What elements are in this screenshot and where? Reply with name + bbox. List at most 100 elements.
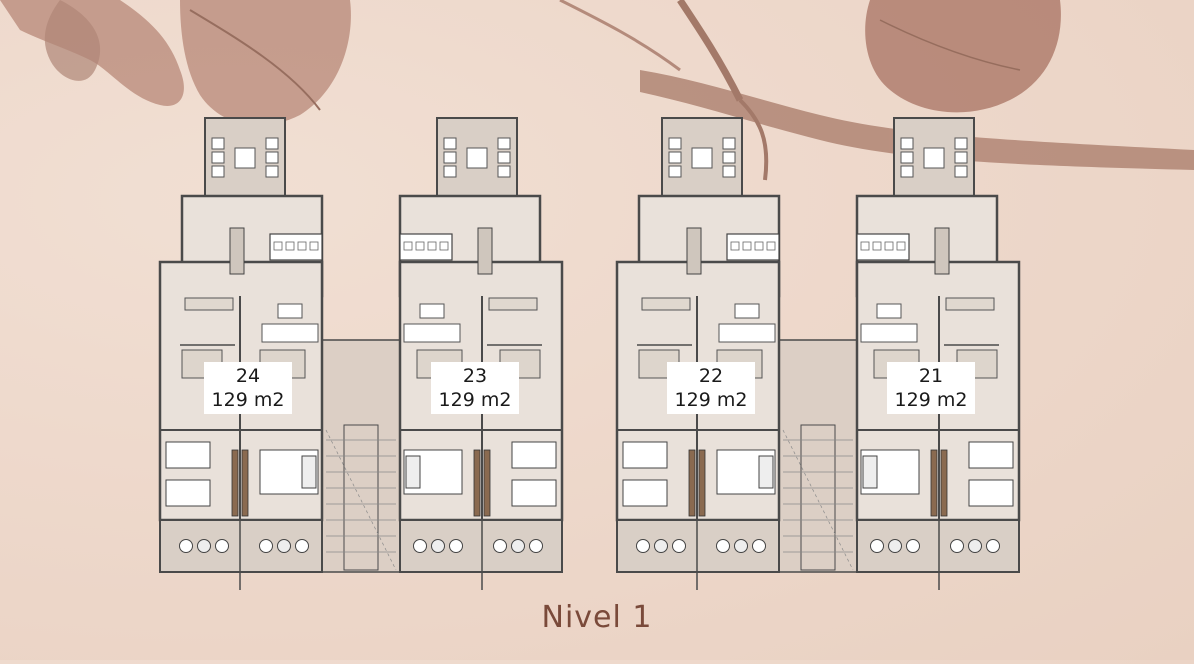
terrace-chair bbox=[265, 151, 279, 164]
kitchen-island bbox=[477, 227, 493, 275]
unit-area: 129 m2 bbox=[674, 389, 748, 411]
terrace-chair bbox=[497, 151, 511, 164]
terrace-seat bbox=[986, 539, 1000, 553]
wardrobe bbox=[698, 449, 706, 517]
coffee-table bbox=[734, 303, 760, 319]
terrace-seat bbox=[672, 539, 686, 553]
coffee-table bbox=[876, 303, 902, 319]
single-bed bbox=[511, 479, 557, 507]
terrace-seat bbox=[197, 539, 211, 553]
terrace-table bbox=[691, 147, 713, 169]
dining-chair bbox=[309, 241, 319, 251]
terrace-seat bbox=[493, 539, 507, 553]
single-bed bbox=[622, 441, 668, 469]
terrace-seat bbox=[511, 539, 525, 553]
terrace-table bbox=[466, 147, 488, 169]
coffee-table bbox=[277, 303, 303, 319]
terrace-chair bbox=[722, 165, 736, 178]
unit-number: 21 bbox=[918, 365, 944, 387]
terrace-chair bbox=[265, 165, 279, 178]
terrace-seat bbox=[431, 539, 445, 553]
botanical-illustration bbox=[0, 0, 1194, 181]
dining-chair bbox=[860, 241, 870, 251]
terrace-seat bbox=[716, 539, 730, 553]
unit-area: 129 m2 bbox=[211, 389, 285, 411]
terrace-seat bbox=[752, 539, 766, 553]
stair-core bbox=[321, 339, 401, 573]
terrace-seat bbox=[449, 539, 463, 553]
unit-label-22[interactable]: 22 129 m2 bbox=[667, 362, 755, 414]
terrace-chair bbox=[443, 165, 457, 178]
stair-diagonal bbox=[325, 429, 397, 571]
terrace-table bbox=[234, 147, 256, 169]
terrace-chair bbox=[497, 165, 511, 178]
branch bbox=[640, 70, 1194, 170]
dining-chair bbox=[427, 241, 437, 251]
terrace-table bbox=[923, 147, 945, 169]
terrace-chair bbox=[668, 165, 682, 178]
single-bed bbox=[511, 441, 557, 469]
apartment-unit-22 bbox=[615, 117, 781, 590]
terrace-chair bbox=[900, 151, 914, 164]
dining-chair bbox=[439, 241, 449, 251]
dining-chair bbox=[766, 241, 776, 251]
pillows bbox=[862, 455, 878, 489]
terrace-seat bbox=[906, 539, 920, 553]
pillows bbox=[758, 455, 774, 489]
kitchen-counter bbox=[184, 297, 234, 311]
unit-label-23[interactable]: 23 129 m2 bbox=[431, 362, 519, 414]
coffee-table bbox=[419, 303, 445, 319]
terrace-chair bbox=[954, 151, 968, 164]
wardrobe bbox=[940, 449, 948, 517]
terrace-chair bbox=[211, 137, 225, 150]
kitchen-island bbox=[934, 227, 950, 275]
stair-flight bbox=[800, 424, 836, 571]
dining-chair bbox=[285, 241, 295, 251]
unit-area: 129 m2 bbox=[438, 389, 512, 411]
dining-chair bbox=[273, 241, 283, 251]
dining-chair bbox=[297, 241, 307, 251]
terrace-seat bbox=[529, 539, 543, 553]
terrace-chair bbox=[900, 137, 914, 150]
terrace-seat bbox=[277, 539, 291, 553]
dining-chair bbox=[730, 241, 740, 251]
sofa bbox=[261, 323, 319, 343]
unit-number: 24 bbox=[235, 365, 261, 387]
apartment-unit-23 bbox=[398, 117, 564, 590]
terrace-chair bbox=[265, 137, 279, 150]
terrace-seat bbox=[295, 539, 309, 553]
large-leaf-left bbox=[180, 0, 351, 126]
single-bed bbox=[165, 441, 211, 469]
dining-chair bbox=[884, 241, 894, 251]
level-title: Nivel 1 bbox=[541, 600, 653, 635]
terrace-chair bbox=[722, 137, 736, 150]
terrace-chair bbox=[954, 165, 968, 178]
kitchen-counter bbox=[641, 297, 691, 311]
single-bed bbox=[968, 441, 1014, 469]
apartment-unit-24 bbox=[158, 117, 324, 590]
terrace-seat bbox=[734, 539, 748, 553]
terrace-chair bbox=[954, 137, 968, 150]
unit-label-24[interactable]: 24 129 m2 bbox=[204, 362, 292, 414]
terrace-chair bbox=[211, 151, 225, 164]
wardrobe bbox=[483, 449, 491, 517]
apartment-unit-21 bbox=[855, 117, 1021, 590]
dining-chair bbox=[742, 241, 752, 251]
dining-chair bbox=[403, 241, 413, 251]
unit-number: 22 bbox=[698, 365, 724, 387]
terrace-seat bbox=[654, 539, 668, 553]
unit-number: 23 bbox=[462, 365, 488, 387]
terrace-seat bbox=[870, 539, 884, 553]
sofa bbox=[860, 323, 918, 343]
dining-chair bbox=[896, 241, 906, 251]
seed-pod bbox=[865, 0, 1061, 113]
terrace-seat bbox=[413, 539, 427, 553]
wardrobe bbox=[930, 449, 938, 517]
pillows bbox=[301, 455, 317, 489]
dining-chair bbox=[754, 241, 764, 251]
terrace-seat bbox=[636, 539, 650, 553]
terrace-chair bbox=[443, 137, 457, 150]
unit-label-21[interactable]: 21 129 m2 bbox=[887, 362, 975, 414]
